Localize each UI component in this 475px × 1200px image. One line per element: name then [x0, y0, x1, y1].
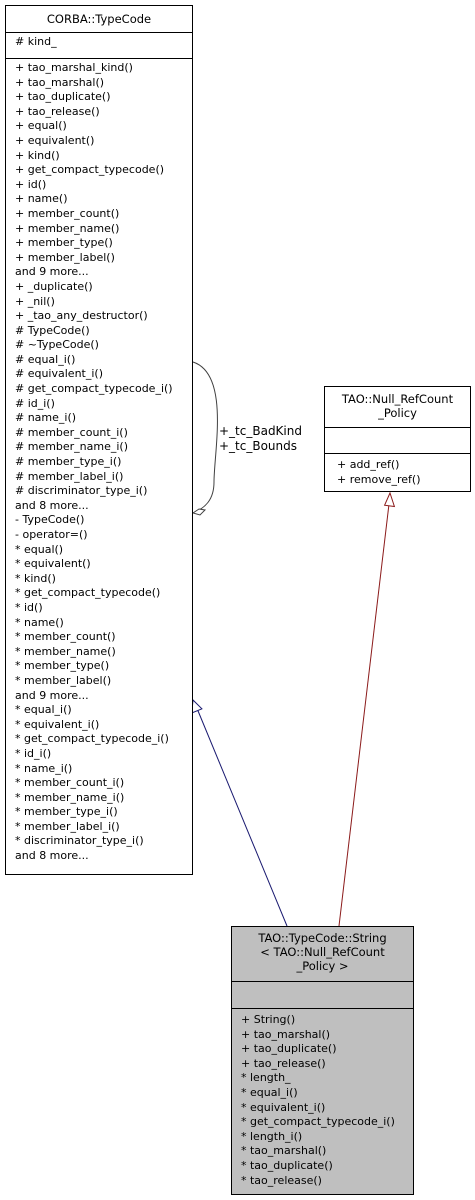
member-line: * equal_i()	[241, 1085, 298, 1099]
class-box-corba-typecode[interactable]: CORBA::TypeCode # kind_ + tao_marshal_ki…	[5, 5, 193, 875]
inheritance-edge-typecode	[195, 705, 288, 927]
inheritance-arrowhead-icon	[191, 698, 203, 714]
attribute: # kind_	[15, 35, 57, 48]
association-label: +_tc_BadKind	[219, 424, 302, 438]
member-line: * discriminator_type_i()	[15, 834, 144, 848]
member-line: + tao_marshal()	[15, 75, 105, 89]
member-line: # member_count_i()	[15, 425, 128, 439]
member-line: * equivalent_i()	[15, 717, 100, 731]
member-line: + name()	[15, 192, 68, 206]
member-line: + _tao_any_destructor()	[15, 309, 148, 323]
member-line: * member_label_i()	[15, 819, 120, 833]
member-line: * length_i()	[241, 1129, 303, 1143]
class-name-line: _Policy >	[296, 959, 349, 973]
class-box-null-refcount-policy[interactable]: TAO::Null_RefCount _Policy + add_ref()+ …	[324, 386, 471, 492]
member-line: + member_count()	[15, 206, 120, 220]
class-name: CORBA::TypeCode	[46, 12, 152, 26]
member-line: * member_type_i()	[15, 805, 118, 819]
member-line: + tao_duplicate()	[241, 1042, 337, 1056]
member-line: * tao_marshal()	[241, 1144, 327, 1158]
member-line: * tao_duplicate()	[241, 1158, 333, 1172]
member-line: and 8 more...	[15, 849, 89, 863]
member-line: + tao_release()	[15, 104, 100, 118]
member-line: + _nil()	[15, 294, 55, 308]
member-line: * member_count_i()	[15, 776, 125, 790]
class-name: TAO::Null_RefCount _Policy	[325, 387, 470, 427]
inheritance-arrowhead-icon	[383, 491, 396, 508]
member-line: + tao_marshal_kind()	[15, 61, 133, 74]
method-section: + String()+ tao_marshal()+ tao_duplicate…	[232, 1008, 413, 1188]
attribute-section: # kind_	[6, 32, 192, 58]
member-line: # equal_i()	[15, 352, 76, 366]
member-line: # id_i()	[15, 396, 55, 410]
member-line: * length_	[241, 1071, 291, 1085]
member-line: + _duplicate()	[15, 279, 93, 293]
member-line: - operator=()	[15, 528, 88, 541]
member-line: # member_type_i()	[15, 455, 122, 469]
member-line: * get_compact_typecode()	[15, 586, 161, 600]
member-line: * equivalent()	[15, 557, 91, 571]
inheritance-edge-policy	[338, 503, 390, 927]
member-line: * id_i()	[15, 746, 52, 760]
member-line: - TypeCode()	[15, 513, 85, 527]
class-name-line: < TAO::Null_RefCount	[260, 945, 385, 959]
member-line: + member_name()	[15, 221, 120, 235]
member-line: + remove_ref()	[337, 472, 421, 486]
class-box-typecode-string[interactable]: TAO::TypeCode::String < TAO::Null_RefCou…	[231, 926, 414, 1195]
member-line: + member_label()	[15, 250, 115, 264]
method-section: + tao_marshal_kind()+ tao_marshal()+ tao…	[6, 58, 192, 864]
member-line: * member_name_i()	[15, 790, 125, 804]
member-line: + member_type()	[15, 236, 113, 250]
method-section: + add_ref()+ remove_ref()	[325, 453, 470, 487]
member-line: + tao_duplicate()	[15, 90, 111, 104]
member-line: * equal_i()	[15, 703, 72, 717]
class-name-line: TAO::Null_RefCount	[341, 392, 454, 406]
member-line: * tao_release()	[241, 1173, 322, 1187]
member-line: * member_name()	[15, 644, 116, 658]
member-line: * kind()	[15, 571, 56, 585]
member-line: # name_i()	[15, 411, 77, 425]
member-line: * member_type()	[15, 659, 110, 673]
association-label: +_tc_Bounds	[219, 439, 298, 453]
self-association-edge	[192, 361, 218, 514]
member-line: + kind()	[15, 148, 60, 162]
member-line: * member_count()	[15, 630, 116, 644]
attribute-section	[232, 981, 413, 1008]
attribute-section	[325, 427, 470, 453]
member-line: + equivalent()	[15, 133, 95, 147]
member-line: * get_compact_typecode_i()	[15, 732, 169, 746]
member-line: and 8 more...	[15, 498, 89, 512]
member-line: * get_compact_typecode_i()	[241, 1115, 395, 1129]
member-line: and 9 more...	[15, 688, 89, 702]
member-line: # TypeCode()	[15, 323, 90, 337]
member-line: and 9 more...	[15, 265, 89, 279]
member-line: * equivalent_i()	[241, 1100, 326, 1114]
class-name-line: TAO::TypeCode::String	[258, 931, 387, 945]
member-line: + String()	[241, 1013, 296, 1026]
member-line: # discriminator_type_i()	[15, 484, 148, 498]
member-line: * name()	[15, 615, 64, 629]
class-name-line: _Policy	[378, 406, 417, 420]
class-name: TAO::TypeCode::String < TAO::Null_RefCou…	[232, 927, 413, 981]
member-line: + tao_release()	[241, 1056, 326, 1070]
member-line: # equivalent_i()	[15, 367, 103, 381]
member-line: # ~TypeCode()	[15, 338, 99, 352]
member-line: * name_i()	[15, 761, 73, 775]
member-line: # member_name_i()	[15, 440, 129, 454]
member-line: # member_label_i()	[15, 469, 124, 483]
member-line: * equal()	[15, 542, 64, 556]
member-line: + equal()	[15, 119, 67, 133]
member-line: + get_compact_typecode()	[15, 163, 165, 177]
member-line: + id()	[15, 177, 47, 191]
aggregation-diamond-icon	[191, 508, 207, 516]
member-line: + add_ref()	[337, 458, 400, 471]
member-line: * member_label()	[15, 673, 112, 687]
member-line: * id()	[15, 600, 43, 614]
member-line: # get_compact_typecode_i()	[15, 382, 173, 396]
member-line: + tao_marshal()	[241, 1027, 331, 1041]
